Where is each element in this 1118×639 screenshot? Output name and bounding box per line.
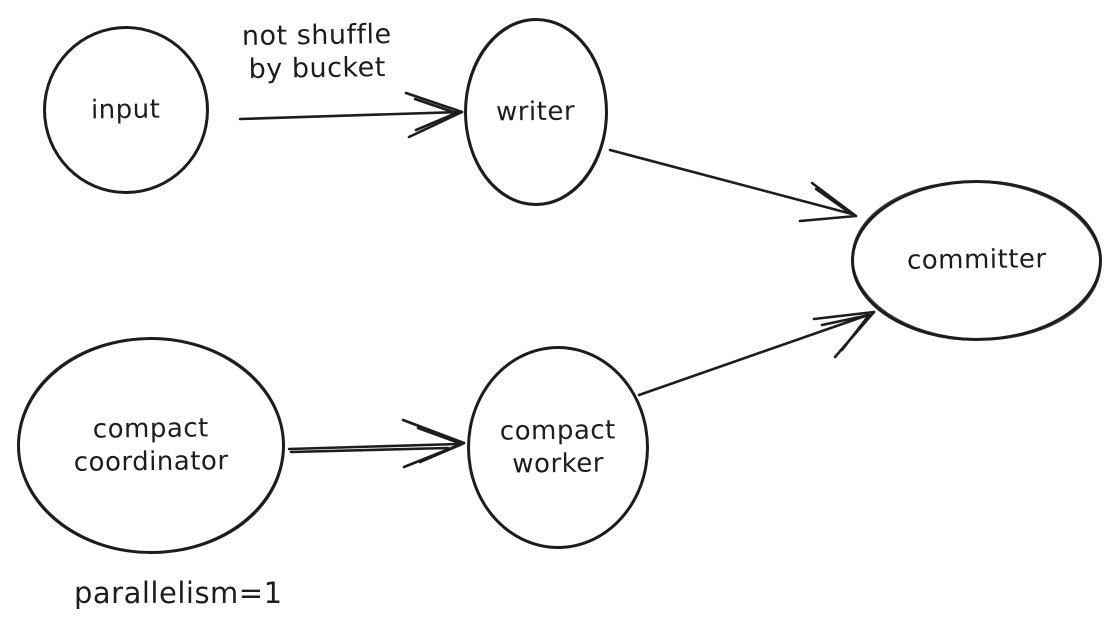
- annotation-parallelism: parallelism=1: [74, 576, 283, 610]
- edge-input-to-writer: [238, 91, 464, 139]
- edge-compact-coordinator-to-compact-worker: [287, 418, 466, 469]
- node-committer: committer: [851, 180, 1102, 341]
- node-compact-coordinator-label: compact coordinator: [73, 413, 229, 478]
- edge-label-not-shuffle-by-bucket: not shuffle by bucket: [241, 18, 392, 85]
- node-compact-worker: compact worker: [467, 346, 649, 549]
- edge-writer-to-committer: [608, 148, 858, 223]
- node-committer-label: committer: [906, 244, 1047, 276]
- node-writer: writer: [464, 18, 608, 206]
- edge-compact-worker-to-committer: [637, 310, 876, 397]
- node-compact-worker-label: compact worker: [499, 415, 616, 479]
- node-writer-label: writer: [496, 96, 576, 128]
- node-compact-coordinator: compact coordinator: [17, 337, 285, 554]
- node-input: input: [43, 26, 209, 194]
- node-input-label: input: [91, 94, 161, 126]
